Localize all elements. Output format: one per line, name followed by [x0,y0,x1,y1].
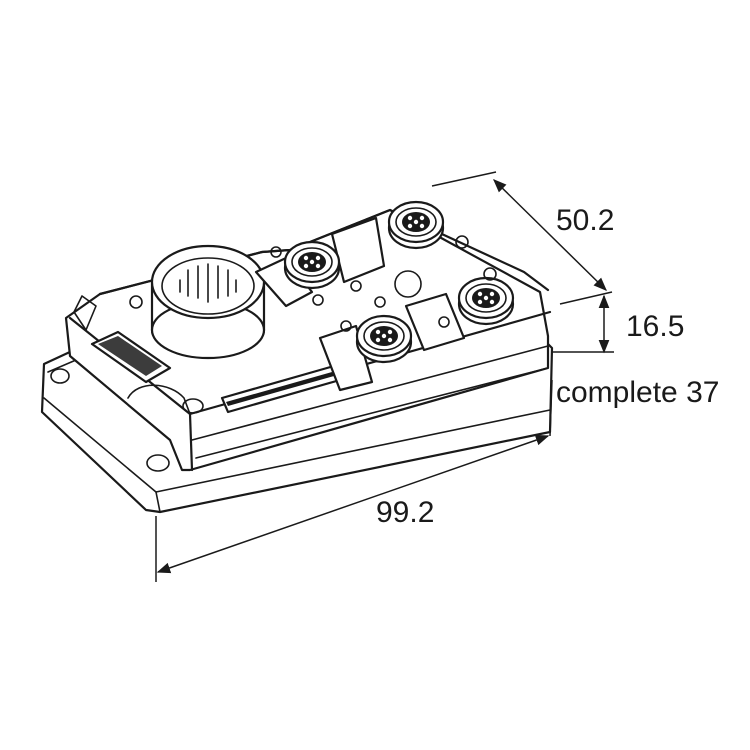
m12-socket [387,200,445,250]
connector-pins [179,263,237,303]
m12-socket [457,276,515,326]
m12-socket [355,314,413,364]
top-holes [270,235,497,332]
dimension-height-label: 16.5 [626,310,684,343]
dimension-complete-height: complete 37 [556,376,719,409]
mounting-hole [50,368,70,384]
indicator-hole [129,295,143,309]
m23-main-connector [150,244,266,360]
label-window [90,330,172,384]
dimension-length-label: 99.2 [376,496,434,529]
dimension-depth: 50.2 [431,171,614,305]
dimension-height: 16.5 [552,294,684,354]
dimension-length: 99.2 [155,379,553,582]
dimension-depth-label: 50.2 [556,204,614,237]
side-clip [73,295,97,331]
m12-sockets [283,200,515,364]
screw-hole [182,398,204,414]
dimension-complete-height-label: complete 37 [556,376,719,409]
m12-socket [283,240,341,290]
